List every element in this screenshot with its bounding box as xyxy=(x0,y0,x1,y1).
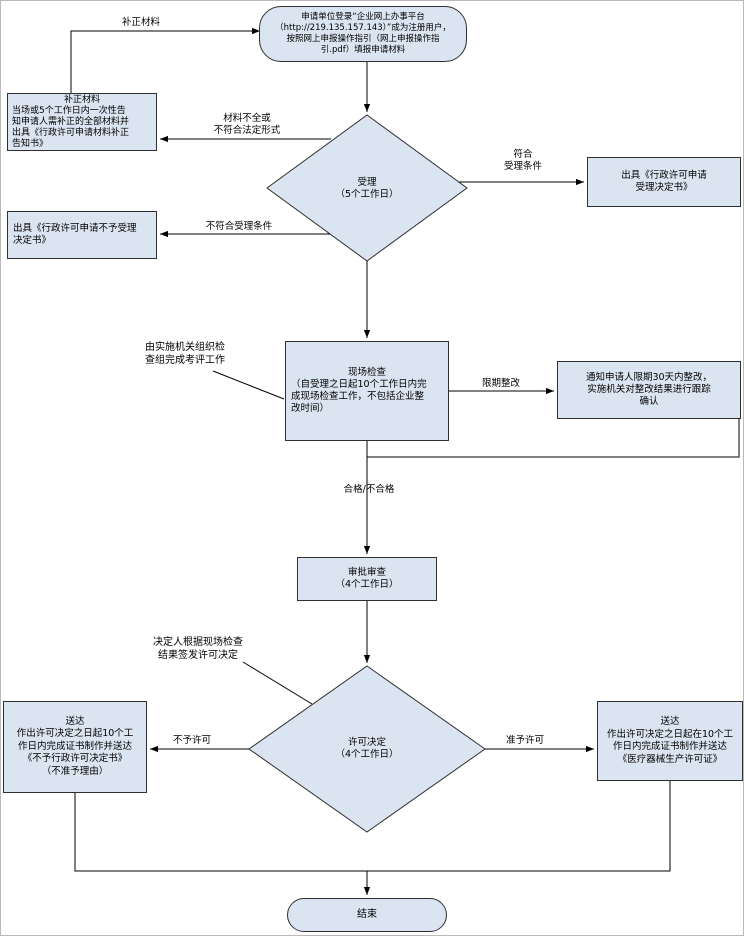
reject-decision-doc-text: 出具《行政许可申请不予受理 决定书》 xyxy=(13,223,137,246)
rectification-notice-box: 通知申请人限期30天内整改， 实施机关对整改结果进行跟踪 确认 xyxy=(557,361,741,419)
connector-notify-feedback xyxy=(367,419,740,458)
supplement-material-body: 当场或5个工作日内一次性告 知申请人需补正的全部材料并 出具《行政许可申请材料补… xyxy=(12,105,130,149)
deny-delivery-title: 送达 xyxy=(65,715,85,727)
edge-label-incomplete-material: 材料不全或 不符合法定形式 xyxy=(213,113,281,136)
end-node: 结束 xyxy=(287,898,447,932)
onsite-inspection-body: （自受理之日起10个工作日内完 成现场检查工作，不包括企业整 改时间） xyxy=(291,379,427,414)
grant-delivery-body: 作出许可决定之日起在10个工 作日内完成证书制作并送达 《医疗器械生产许可证》 xyxy=(606,728,734,765)
approval-review-text: 审批审查 （4个工作日） xyxy=(335,567,399,590)
edge-label-accept: 符合 受理条件 xyxy=(503,149,542,172)
supplement-material-box: 补正材料 当场或5个工作日内一次性告 知申请人需补正的全部材料并 出具《行政许可… xyxy=(7,93,157,151)
deny-delivery-box: 送达 作出许可决定之日起10个工 作日内完成证书制作并送达 《不予行政许可决定书… xyxy=(3,701,147,793)
edge-label-rectify: 限期整改 xyxy=(481,378,520,389)
connector-correct-box-to-start xyxy=(70,27,260,93)
license-diamond-label: 许可决定 （4个工作日） xyxy=(335,737,399,760)
license-decision-diamond xyxy=(248,665,486,833)
rectification-notice-text: 通知申请人限期30天内整改， 实施机关对整改结果进行跟踪 确认 xyxy=(585,372,713,407)
onsite-inspection-title: 现场检查 xyxy=(347,367,386,378)
start-node: 申请单位登录“企业网上办事平台 （http://219.135.157.143）… xyxy=(259,6,467,62)
connector-decision-maker-annotation xyxy=(242,661,313,705)
edge-label-deny: 不予许可 xyxy=(172,735,211,746)
end-node-text: 结束 xyxy=(357,909,377,920)
accept-decision-doc-box: 出具《行政许可申请 受理决定书》 xyxy=(587,157,741,207)
edge-label-grant: 准予许可 xyxy=(505,735,544,746)
onsite-inspection-box: 现场检查 （自受理之日起10个工作日内完 成现场检查工作，不包括企业整 改时间） xyxy=(285,341,449,441)
connector-grant-to-junction xyxy=(367,781,671,872)
decision-maker-annotation: 决定人根据现场检查 结果签发许可决定 xyxy=(153,637,243,661)
supplement-material-title: 补正材料 xyxy=(63,94,100,105)
edge-label-not-accept: 不符合受理条件 xyxy=(205,221,273,232)
grant-delivery-box: 送达 作出许可决定之日起在10个工 作日内完成证书制作并送达 《医疗器械生产许可… xyxy=(597,701,743,781)
approval-review-box: 审批审查 （4个工作日） xyxy=(297,557,437,601)
accept-decision-doc-text: 出具《行政许可申请 受理决定书》 xyxy=(621,170,707,193)
inspection-team-annotation: 由实施机关组织检 查组完成考评工作 xyxy=(145,342,225,366)
accept-diamond-label: 受理 （5个工作日） xyxy=(335,177,399,200)
edge-label-pass-fail: 合格/不合格 xyxy=(343,484,395,495)
connector-inspection-team-annotation xyxy=(212,370,285,400)
deny-delivery-body: 作出许可决定之日起10个工 作日内完成证书制作并送达 《不予行政许可决定书》 （… xyxy=(16,728,134,777)
edge-label-supplement-material: 补正材料 xyxy=(121,17,160,28)
reject-decision-doc-box: 出具《行政许可申请不予受理 决定书》 xyxy=(7,211,157,259)
start-node-text: 申请单位登录“企业网上办事平台 （http://219.135.157.143）… xyxy=(275,12,451,55)
grant-delivery-title: 送达 xyxy=(660,716,680,727)
connector-deny-to-junction xyxy=(74,793,367,872)
